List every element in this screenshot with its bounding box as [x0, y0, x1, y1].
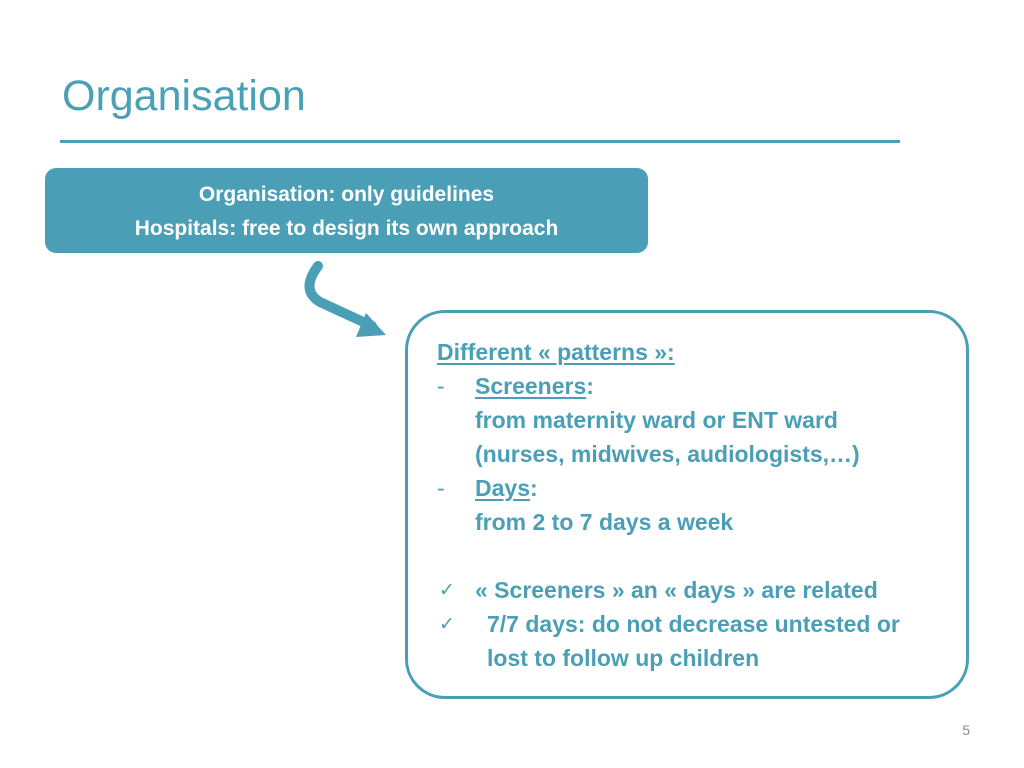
dash-marker: -	[437, 475, 445, 501]
bullet-colon: :	[586, 373, 594, 399]
patterns-box	[405, 310, 969, 699]
check-item-seven-days: ✓ 7/7 days: do not decrease untested or	[437, 607, 957, 641]
guidelines-line-2: Hospitals: free to design its own approa…	[134, 217, 559, 240]
check-text-continued: lost to follow up children	[487, 645, 760, 671]
bullet-detail: from maternity ward or ENT ward	[475, 407, 838, 433]
dash-marker: -	[437, 373, 445, 399]
slide-title: Organisation	[62, 72, 306, 120]
patterns-heading: Different « patterns »:	[437, 335, 957, 369]
bullet-colon: :	[529, 475, 538, 501]
page-number: 5	[962, 722, 970, 738]
patterns-content: Different « patterns »: - Screeners: fro…	[437, 335, 957, 675]
guidelines-box: Organisation: only guidelines Hospitals:…	[45, 168, 648, 253]
check-item-related: ✓ « Screeners » an « days » are related	[437, 573, 957, 607]
curved-arrow-icon	[304, 261, 386, 337]
spacer	[437, 539, 957, 573]
bullet-label-screeners: Screeners	[475, 373, 587, 399]
patterns-heading-text: Different « patterns »:	[437, 339, 675, 365]
bullet-detail: (nurses, midwives, audiologists,…)	[475, 441, 860, 467]
check-text: « Screeners » an « days » are related	[475, 577, 878, 603]
bullet-label-days: Days	[475, 475, 530, 501]
check-text: 7/7 days: do not decrease untested or	[487, 611, 900, 637]
title-divider	[60, 140, 900, 143]
bullet-screeners: - Screeners:	[437, 369, 957, 403]
check-icon: ✓	[439, 613, 455, 635]
check-icon: ✓	[439, 579, 455, 601]
bullet-days: - Days:	[437, 471, 957, 505]
guidelines-line-1: Organisation: only guidelines	[198, 183, 495, 206]
bullet-detail: from 2 to 7 days a week	[475, 509, 734, 535]
